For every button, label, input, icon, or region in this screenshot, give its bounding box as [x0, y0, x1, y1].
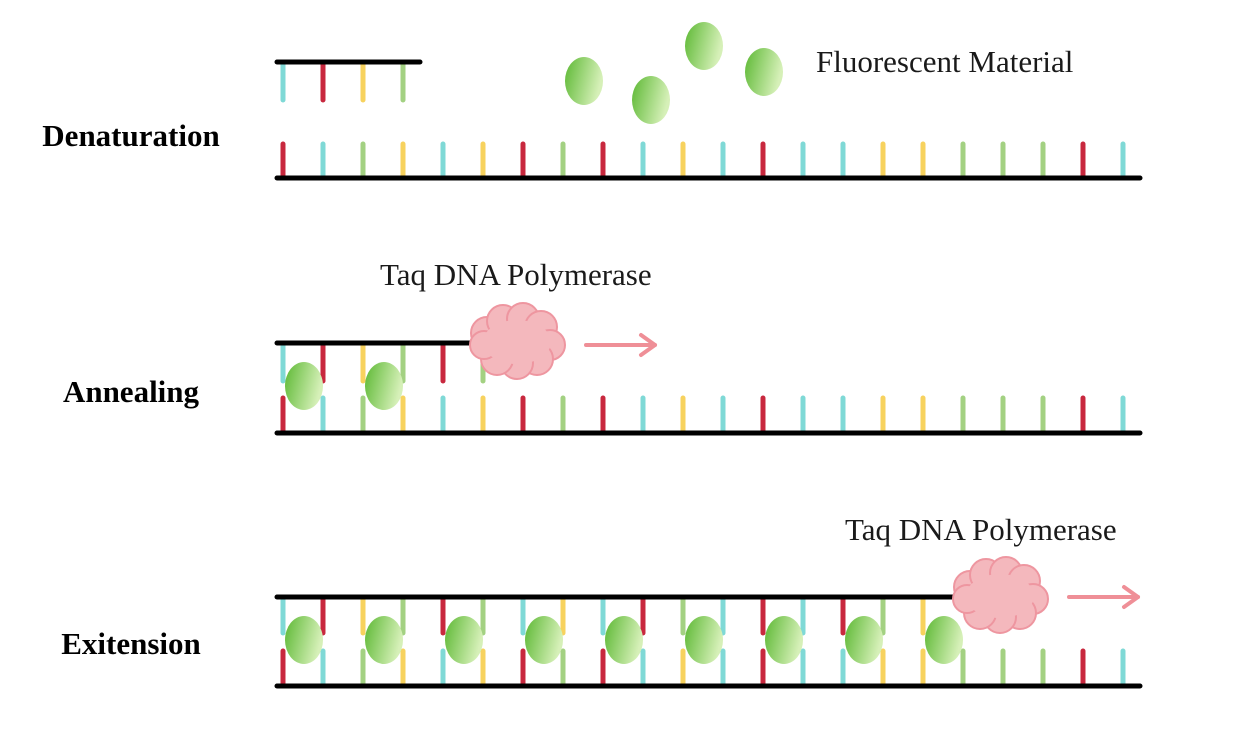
free-fluorescent-dyes	[565, 22, 783, 124]
polymerase-body	[966, 574, 1034, 618]
direction-arrow-extension	[1067, 585, 1140, 609]
bound-fluorescent-dye	[605, 616, 643, 664]
bound-fluorescent-dye	[925, 616, 963, 664]
stage-label-extension: Exitension	[61, 626, 201, 661]
bound-fluorescent-dye	[845, 616, 883, 664]
bound-fluorescent-dye	[445, 616, 483, 664]
fluorescent-dye	[745, 48, 783, 96]
fluorescent-dye	[632, 76, 670, 124]
stage-label-annealing: Annealing	[63, 374, 200, 409]
arrow-head	[1122, 585, 1140, 609]
caption-fluorescent-material: Fluorescent Material	[816, 44, 1073, 79]
annealing-dna	[274, 340, 1143, 436]
extension-dna	[274, 594, 1143, 689]
bound-fluorescent-dye	[765, 616, 803, 664]
bound-fluorescent-dye	[285, 616, 323, 664]
polymerase-body	[483, 320, 551, 364]
direction-arrow-annealing	[584, 333, 657, 357]
caption-taq-polymerase-annealing: Taq DNA Polymerase	[380, 257, 652, 292]
taq-polymerase-extension	[952, 556, 1049, 634]
denaturation-dna	[274, 59, 1143, 181]
taq-polymerase-annealing	[469, 302, 566, 380]
bound-fluorescent-dye	[365, 362, 403, 410]
arrow-head	[639, 333, 657, 357]
bound-fluorescent-dye	[365, 616, 403, 664]
bound-fluorescent-dye	[285, 362, 323, 410]
caption-taq-polymerase-extension: Taq DNA Polymerase	[845, 512, 1117, 547]
overlay-elements	[469, 302, 1140, 634]
bound-fluorescent-dye	[685, 616, 723, 664]
bound-fluorescent-dye	[525, 616, 563, 664]
stage-label-denaturation: Denaturation	[42, 118, 219, 153]
fluorescent-dye	[565, 57, 603, 105]
fluorescent-dye	[685, 22, 723, 70]
